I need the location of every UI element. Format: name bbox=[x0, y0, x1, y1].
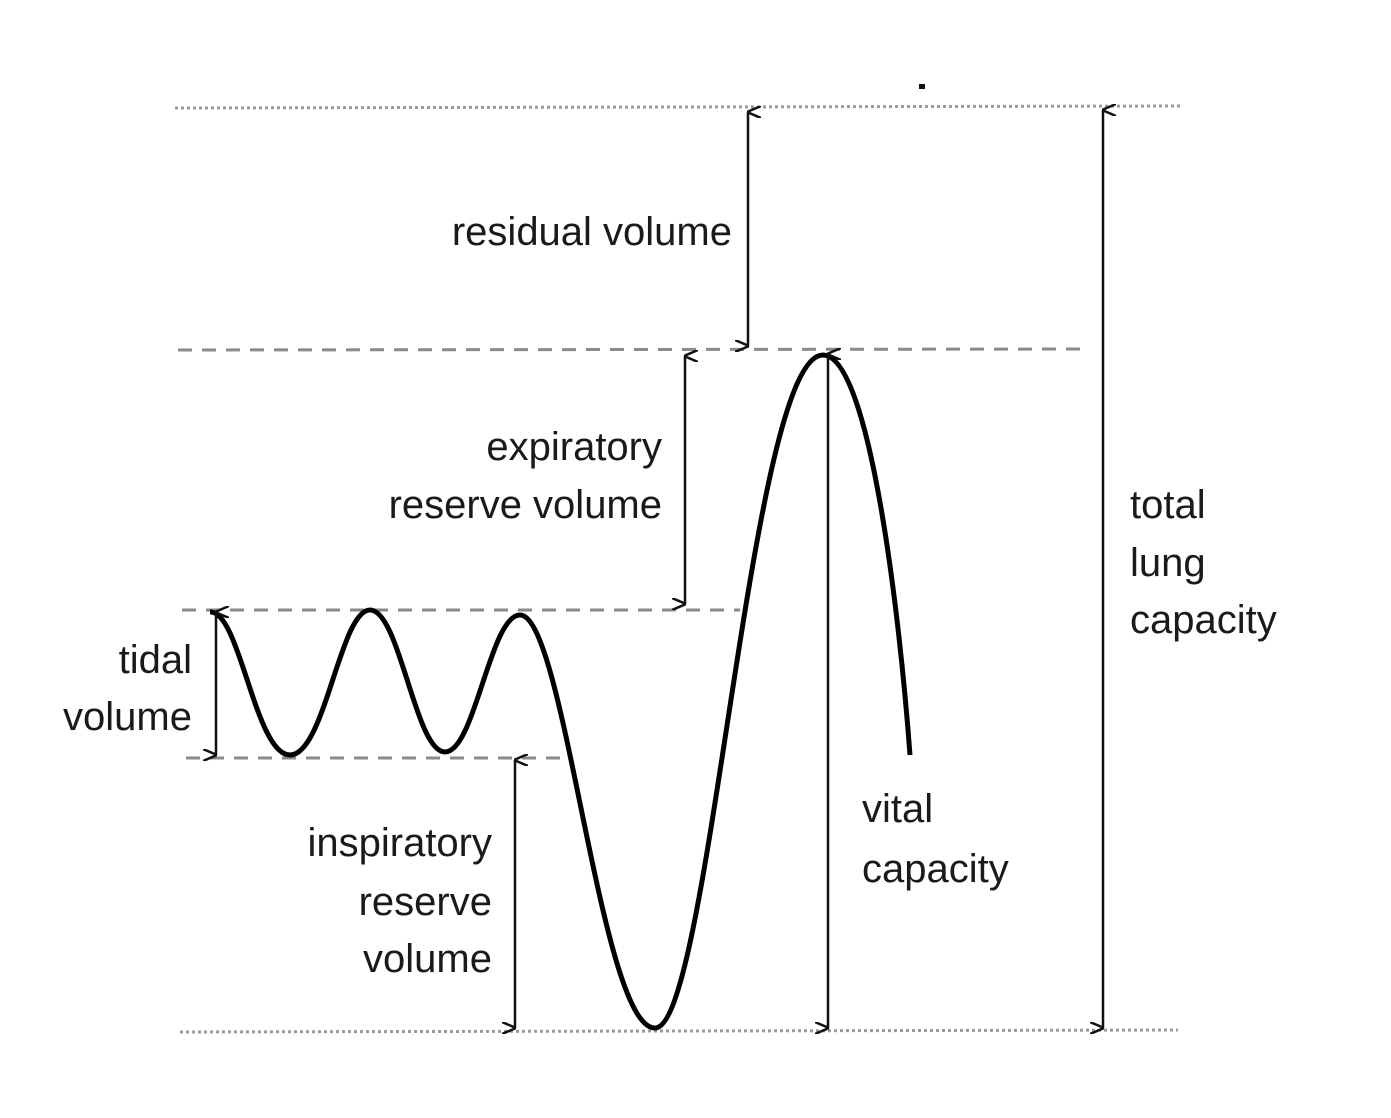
inspiratory-reserve-label-line1: inspiratory bbox=[307, 821, 492, 865]
stray-dot bbox=[919, 84, 925, 89]
total-lung-capacity-line bbox=[174, 104, 1181, 110]
vital-capacity-label-line1: vital bbox=[862, 787, 933, 831]
vital-capacity-label-line2: capacity bbox=[862, 847, 1009, 891]
total-lung-capacity-label-line2: lung bbox=[1130, 541, 1206, 585]
expiratory-reserve-label-line1: expiratory bbox=[486, 425, 662, 469]
tidal-volume-label-line2: volume bbox=[63, 695, 192, 739]
tidal-volume-label-line1: tidal bbox=[119, 638, 192, 682]
residual-volume-line bbox=[177, 347, 1091, 352]
expiratory-reserve-label-line2: reserve volume bbox=[389, 483, 662, 527]
total-lung-capacity-label-line3: capacity bbox=[1130, 598, 1277, 642]
total-lung-capacity-label-line1: total bbox=[1130, 483, 1206, 527]
inspiratory-reserve-label-line2: reserve bbox=[359, 880, 492, 924]
baseline-line bbox=[179, 1028, 1179, 1034]
inspiratory-reserve-label-line3: volume bbox=[363, 937, 492, 981]
residual-volume-label: residual volume bbox=[452, 210, 732, 254]
